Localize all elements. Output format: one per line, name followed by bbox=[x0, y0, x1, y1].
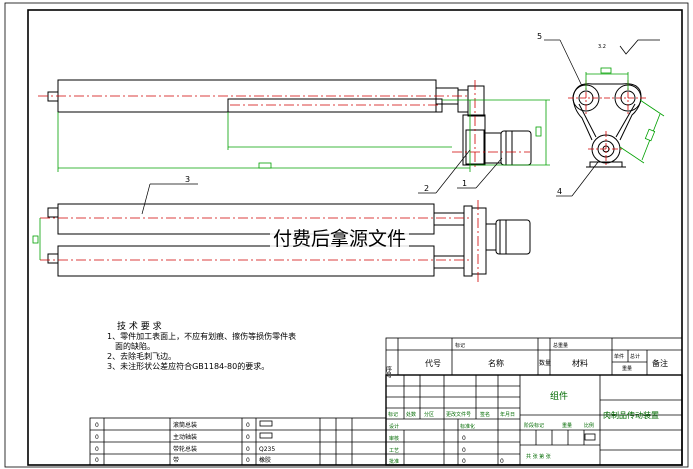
tb-component: 组件 bbox=[550, 390, 568, 402]
tech-req-item: 2、去除毛刺飞边。 bbox=[107, 352, 177, 361]
watermark-overlay: 付费后拿源文件 bbox=[270, 224, 410, 251]
tb-top-weight: 总重量 bbox=[553, 342, 568, 349]
tb-drawing-name: 肉制品传动装置 bbox=[603, 410, 659, 420]
parts-row: 0 带 0 橡胶 bbox=[95, 456, 271, 464]
callout-3: 3 bbox=[185, 175, 190, 184]
tb-rev-label: 年月日 bbox=[500, 411, 515, 418]
tb-stage-label: 比例 bbox=[584, 422, 594, 429]
tech-req-item: 面的缺陷。 bbox=[115, 342, 155, 351]
part-no: 0 bbox=[95, 434, 99, 441]
parts-list-rows: 0 滚筒总装 0 0 主动轴装 0 0 带轮总装 0 Q235 0 带 0 橡胶 bbox=[95, 421, 275, 464]
part-qty: 0 bbox=[246, 434, 250, 441]
tb-std-label: 标准化 bbox=[460, 423, 475, 430]
parts-row: 0 带轮总装 0 Q235 bbox=[95, 445, 275, 453]
part-name: 滚筒总装 bbox=[173, 421, 197, 429]
tb-stage-label: 重量 bbox=[562, 422, 572, 429]
tb-top-mark: 标记 bbox=[455, 342, 465, 349]
tb-sign-label: 批准 bbox=[389, 458, 399, 465]
tb-code: 0 bbox=[462, 435, 466, 442]
tb-side-codes: 0 0 0 0 bbox=[462, 435, 504, 465]
tb-rev-label: 标记 bbox=[388, 411, 398, 418]
front-view-assembly bbox=[47, 203, 531, 277]
callout-5: 5 bbox=[537, 32, 542, 41]
title-block-grid bbox=[385, 337, 683, 466]
part-material: Q235 bbox=[259, 446, 275, 453]
tb-hdr-name: 名称 bbox=[488, 358, 504, 368]
callout-1: 1 bbox=[462, 179, 467, 188]
tb-rev-labels: 标记 处数 分区 更改文件号 签名 年月日 bbox=[388, 411, 515, 418]
parts-list-table bbox=[89, 417, 387, 466]
surface-roughness-symbol: 3.2 bbox=[598, 39, 660, 55]
parts-row: 0 主动轴装 0 bbox=[95, 433, 250, 441]
tb-hdr-total: 总计 bbox=[630, 353, 640, 360]
tb-code: 0 bbox=[462, 458, 466, 465]
part-material: 橡胶 bbox=[259, 456, 271, 464]
part-qty: 0 bbox=[246, 446, 250, 453]
tech-req-item: 3、未注形状公差应符合GB1184-80的要求。 bbox=[107, 362, 270, 371]
dims-side bbox=[585, 67, 665, 164]
tb-hdr-qty: 数量 bbox=[539, 359, 551, 367]
leader-lines bbox=[141, 39, 599, 215]
part-name: 带 bbox=[173, 456, 179, 464]
tb-sign-label: 审核 bbox=[389, 435, 399, 442]
tb-sign-labels: 设计 审核 工艺 批准 bbox=[389, 423, 399, 465]
part-qty: 0 bbox=[246, 457, 250, 464]
parts-row: 0 滚筒总装 0 bbox=[95, 421, 250, 429]
tb-hdr-seq: 序号 bbox=[385, 365, 392, 379]
tb-stage-labels: 阶段标记 重量 比例 bbox=[524, 422, 594, 429]
part-name: 带轮总装 bbox=[173, 445, 197, 453]
tb-code: 0 bbox=[462, 447, 466, 454]
tb-rev-label: 分区 bbox=[424, 411, 434, 418]
outer-frame bbox=[4, 2, 689, 468]
part-name: 主动轴装 bbox=[173, 433, 197, 441]
tb-hdr-unit: 单件 bbox=[614, 353, 624, 360]
tb-code: 0 bbox=[500, 458, 504, 465]
part-no: 0 bbox=[95, 457, 99, 464]
tb-hdr-weight: 重量 bbox=[622, 365, 632, 372]
svg-text:3.2: 3.2 bbox=[598, 44, 606, 50]
callout-2: 2 bbox=[424, 184, 429, 193]
tb-sheet-label: 共 张 第 张 bbox=[526, 453, 551, 460]
callout-4: 4 bbox=[557, 187, 562, 196]
dims-front bbox=[32, 218, 41, 260]
centerlines-front bbox=[40, 200, 479, 282]
part-no: 0 bbox=[95, 422, 99, 429]
tb-hdr-code: 代号 bbox=[425, 358, 441, 368]
tb-rev-label: 处数 bbox=[406, 411, 416, 418]
tb-sign-label: 工艺 bbox=[389, 448, 399, 454]
technical-requirements: 技 术 要 求 1、零件加工表面上，不应有划痕、擦伤等损伤零件表 面的缺陷。 2… bbox=[107, 322, 296, 372]
dims-top bbox=[57, 99, 550, 172]
tb-hdr-material: 材料 bbox=[572, 358, 588, 368]
part-qty: 0 bbox=[246, 422, 250, 429]
tb-stage-label: 阶段标记 bbox=[524, 422, 544, 429]
tech-req-item: 1、零件加工表面上，不应有划痕、擦伤等损伤零件表 bbox=[107, 332, 297, 341]
tb-hdr-remark: 备注 bbox=[652, 358, 668, 368]
centerlines-side bbox=[568, 80, 646, 167]
tb-rev-label: 签名 bbox=[480, 411, 490, 418]
centerlines-top bbox=[38, 80, 530, 170]
tb-rev-label: 更改文件号 bbox=[446, 411, 471, 418]
part-no: 0 bbox=[95, 446, 99, 453]
tb-sign-label: 设计 bbox=[389, 423, 399, 430]
tech-req-title: 技 术 要 求 bbox=[117, 322, 162, 332]
